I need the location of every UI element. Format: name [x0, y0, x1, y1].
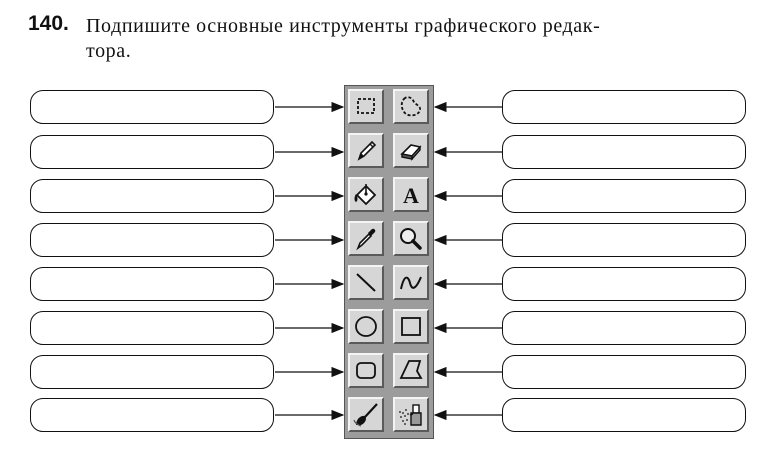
answer-box-right-7[interactable] [502, 355, 746, 389]
answer-box-left-8[interactable] [30, 398, 274, 432]
tool-rounded-rectangle[interactable] [348, 353, 384, 388]
airbrush-icon [399, 404, 422, 426]
rounded-rectangle-icon [356, 362, 376, 379]
ellipse-icon [355, 316, 377, 337]
answer-box-left-2[interactable] [30, 135, 274, 169]
text-tool-icon: A [403, 183, 419, 208]
answer-box-right-2[interactable] [502, 135, 746, 169]
tool-polygon[interactable] [393, 353, 429, 388]
answer-box-right-4[interactable] [502, 223, 746, 257]
tool-line[interactable] [348, 265, 384, 300]
tool-pencil[interactable] [348, 133, 384, 168]
magnifier-icon [400, 228, 422, 250]
svg-text:A: A [403, 183, 419, 208]
answer-box-right-1[interactable] [502, 90, 746, 124]
tool-color-picker[interactable] [348, 221, 384, 256]
answer-box-left-7[interactable] [30, 355, 274, 389]
color-picker-icon [356, 228, 376, 251]
tool-curve[interactable] [393, 265, 429, 300]
answer-box-left-4[interactable] [30, 223, 274, 257]
tool-select-rectangle[interactable] [348, 89, 384, 124]
answer-box-right-3[interactable] [502, 179, 746, 213]
brush-icon [353, 403, 378, 427]
answer-box-right-5[interactable] [502, 267, 746, 301]
curve-icon [400, 276, 422, 290]
task-text-line-2: тора. [86, 40, 132, 62]
toolbox: A [344, 85, 434, 439]
tool-airbrush[interactable] [393, 397, 429, 432]
answer-box-left-3[interactable] [30, 179, 274, 213]
eraser-icon [400, 144, 422, 161]
line-icon [356, 273, 376, 292]
tool-free-form-select[interactable] [393, 89, 429, 124]
tool-magnifier[interactable] [393, 221, 429, 256]
free-form-select-icon [400, 96, 422, 117]
tool-eraser[interactable] [393, 133, 429, 168]
task-text-line-1: Подпишите основные инструменты графическ… [86, 15, 601, 37]
select-rectangle-icon [357, 98, 375, 114]
tool-ellipse[interactable] [348, 309, 384, 344]
tool-rectangle[interactable] [393, 309, 429, 344]
answer-box-left-5[interactable] [30, 267, 274, 301]
tool-fill-bucket[interactable] [348, 177, 384, 212]
fill-bucket-icon [354, 184, 377, 206]
polygon-icon [399, 360, 423, 379]
pencil-icon [357, 140, 377, 161]
tool-brush[interactable] [348, 397, 384, 432]
task-number: 140. [28, 12, 69, 35]
answer-box-left-1[interactable] [30, 90, 274, 124]
tool-text[interactable]: A [393, 177, 429, 212]
answer-box-left-6[interactable] [30, 311, 274, 345]
rectangle-icon [401, 317, 421, 336]
task-text: Подпишите основные инструменты графическ… [86, 14, 776, 64]
answer-box-right-8[interactable] [502, 398, 746, 432]
answer-box-right-6[interactable] [502, 311, 746, 345]
